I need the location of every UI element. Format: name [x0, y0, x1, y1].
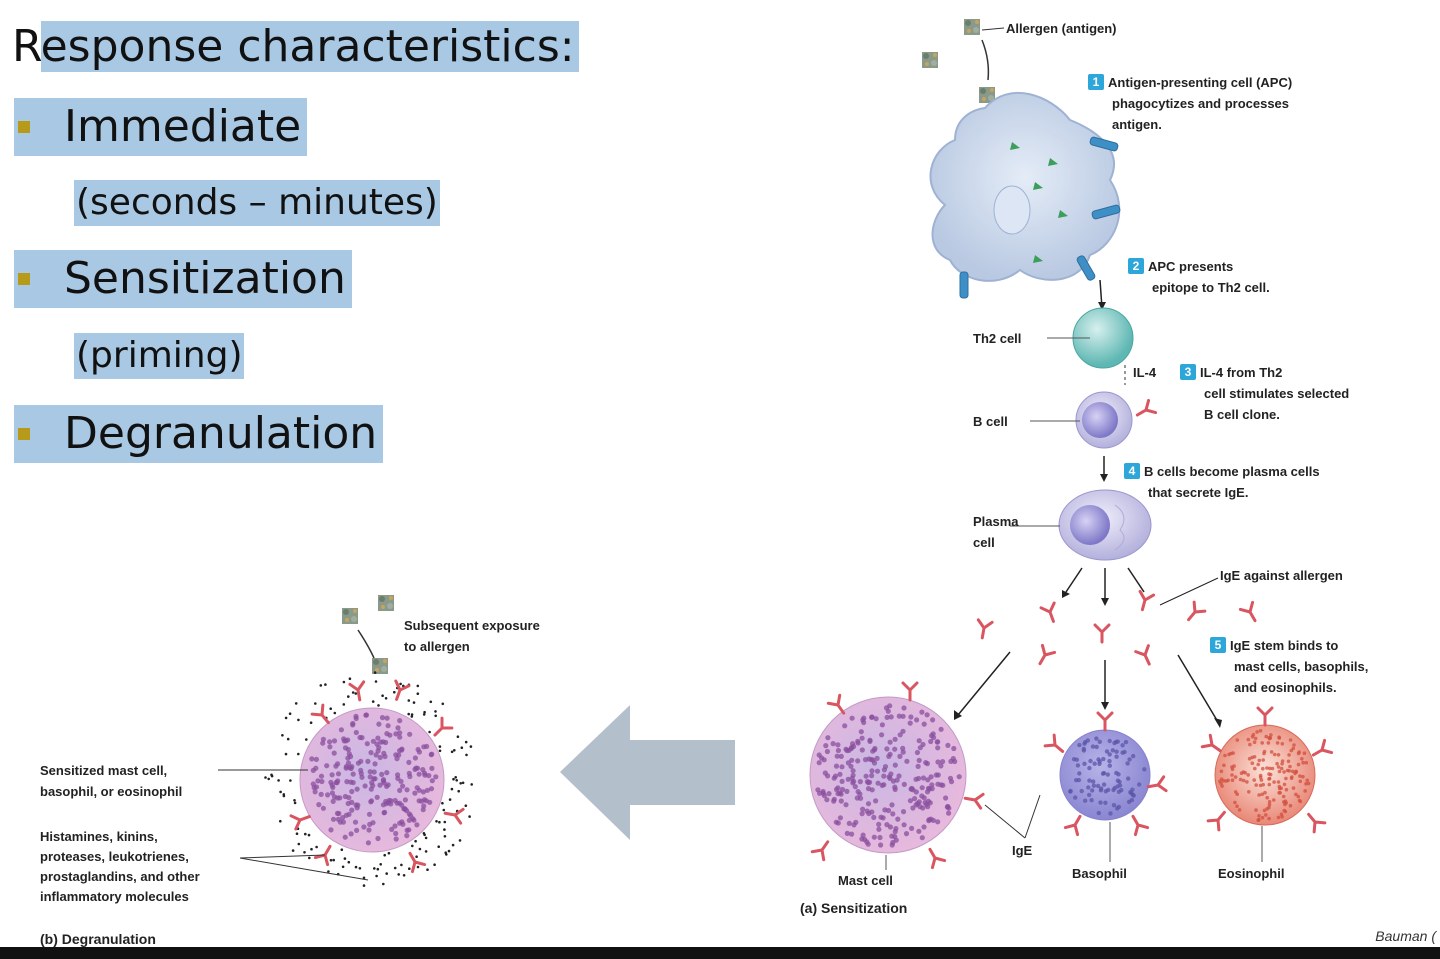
bullet-immediate: Immediate: [14, 98, 308, 156]
bullet-marker: [18, 428, 30, 440]
step-2-badge: 2: [1128, 258, 1144, 274]
caption-sensitization: (a) Sensitization: [800, 900, 908, 916]
sensitized-mast-cell: [264, 671, 474, 887]
eosinophil: [1200, 706, 1334, 834]
mast-cell: [809, 681, 985, 870]
ige-label: IgE: [1012, 843, 1033, 858]
step-3-badge: 3: [1180, 364, 1196, 380]
allergen-icon: [964, 19, 980, 35]
mast-cell-label: Mast cell: [838, 873, 893, 888]
caption-degranulation: (b) Degranulation: [40, 931, 156, 947]
left-arrow-icon: [560, 705, 735, 840]
eosinophil-label: Eosinophil: [1218, 866, 1285, 881]
sensitized-cell-label: Sensitized mast cell,basophil, or eosino…: [40, 763, 183, 799]
bullet-marker: [18, 121, 30, 133]
bullet-immediate-sub: (seconds – minutes): [74, 180, 440, 226]
mhc-receptors: [959, 136, 1121, 299]
bullet-degranulation: Degranulation: [14, 405, 384, 463]
source-credit: Bauman (: [1375, 928, 1436, 944]
th2-cell-label: Th2 cell: [973, 331, 1022, 346]
slide-title: Response characteristics:: [12, 18, 579, 76]
ige-against-allergen-label: IgE against allergen: [1220, 568, 1343, 583]
step-1-badge: 1: [1088, 74, 1104, 90]
step-5-badge: 5: [1210, 637, 1226, 653]
antigen-fragments: [1010, 142, 1068, 263]
bullet-sensitization-sub: (priming): [74, 333, 245, 379]
apc-cell: [929, 91, 1121, 282]
mediators-label: Histamines, kinins, proteases, leukotrie…: [40, 829, 200, 904]
slide-bottom-rule: [0, 947, 1440, 959]
allergen-icon: [342, 608, 358, 624]
bullet-marker: [18, 273, 30, 285]
allergen-label: Allergen (antigen): [1006, 21, 1117, 36]
il4-label: IL-4: [1133, 365, 1157, 380]
allergen-icon: [378, 595, 394, 611]
bullet-sensitization: Sensitization: [14, 250, 352, 308]
step-4-badge: 4: [1124, 463, 1140, 479]
basophil: [1043, 711, 1168, 837]
b-cell-label: B cell: [973, 414, 1008, 429]
allergen-icon: [922, 52, 938, 68]
basophil-label: Basophil: [1072, 866, 1127, 881]
